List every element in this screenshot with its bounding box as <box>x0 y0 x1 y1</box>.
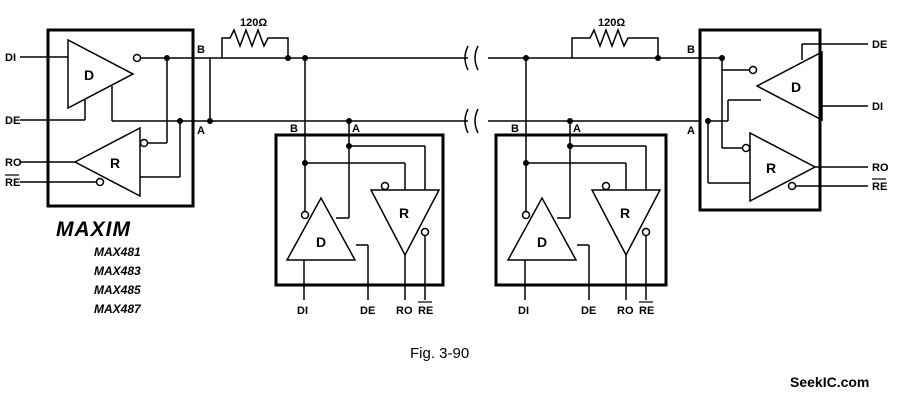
middle2-driver-label: D <box>537 234 547 250</box>
middle1-pin-ro: RO <box>396 305 413 317</box>
junction-dot <box>164 55 170 61</box>
middle2-transceiver-box <box>494 133 668 287</box>
part-number: MAX483 <box>94 264 141 278</box>
middle1-bus-label-b: B <box>290 123 298 135</box>
left-driver-inv-bubble <box>132 53 142 63</box>
middle1-transceiver-box <box>274 133 445 287</box>
figure-caption: Fig. 3-90 <box>410 345 469 362</box>
right-pin-di: DI <box>872 101 883 113</box>
middle1-bus-label-a: A <box>352 123 360 135</box>
watermark: SeekIC.com <box>790 374 869 390</box>
right-driver-triangle <box>755 50 823 122</box>
right-pin-re: RE <box>872 181 887 193</box>
middle1-pin-de: DE <box>360 305 375 317</box>
middle1-driver-label: D <box>316 234 326 250</box>
middle1-pin-di: DI <box>297 305 308 317</box>
middle1-pin-re: RE <box>418 305 433 317</box>
part-number: MAX481 <box>94 245 141 259</box>
left-receiver-b-bubble <box>139 138 149 148</box>
maxim-logo: MAXIM <box>56 218 131 241</box>
middle2-bus-label-b: B <box>511 123 519 135</box>
middle2-receiver-label: R <box>620 205 630 221</box>
left-bus-label-a: A <box>197 125 205 137</box>
middle2-pin-de: DE <box>581 305 596 317</box>
right-bus-label-b: B <box>687 44 695 56</box>
right-transceiver-box <box>698 28 822 212</box>
middle2-pin-re: RE <box>639 305 654 317</box>
left-pin-de: DE <box>5 115 20 127</box>
part-number: MAX487 <box>94 302 142 316</box>
resistor-left-label: 120Ω <box>240 17 267 29</box>
right-receiver-label: R <box>766 160 776 176</box>
termination-resistor-right <box>571 27 659 58</box>
right-driver-inv-bubble <box>748 65 758 75</box>
left-driver-triangle <box>67 38 135 110</box>
middle2-bus-label-a: A <box>573 123 581 135</box>
left-receiver-triangle <box>73 126 141 198</box>
bus-break-mark <box>464 45 479 71</box>
middle1-receiver-triangle <box>369 189 441 257</box>
left-pin-ro: RO <box>5 157 22 169</box>
termination-resistor-left <box>221 27 289 58</box>
left-driver-label: D <box>84 67 94 83</box>
middle1-receiver-label: R <box>399 205 409 221</box>
right-bus-label-a: A <box>687 125 695 137</box>
right-pin-ro: RO <box>872 162 889 174</box>
left-pin-di: DI <box>5 52 16 64</box>
part-number: MAX485 <box>94 283 141 297</box>
right-receiver-re-bubble <box>787 181 797 191</box>
left-bus-label-b: B <box>197 44 205 56</box>
left-transceiver-box <box>46 28 195 208</box>
right-driver-label: D <box>791 79 801 95</box>
left-receiver-label: R <box>110 155 120 171</box>
left-pin-re: RE <box>5 177 20 189</box>
resistor-right-label: 120Ω <box>598 17 625 29</box>
left-receiver-re-bubble <box>95 177 105 187</box>
middle2-driver-triangle <box>506 196 578 261</box>
middle2-receiver-triangle <box>590 189 662 257</box>
middle1-driver-triangle <box>285 196 357 261</box>
right-receiver-triangle <box>749 131 817 203</box>
middle2-pin-di: DI <box>518 305 529 317</box>
middle2-pin-ro: RO <box>617 305 634 317</box>
right-pin-de: DE <box>872 39 887 51</box>
right-receiver-b-bubble <box>741 143 751 153</box>
